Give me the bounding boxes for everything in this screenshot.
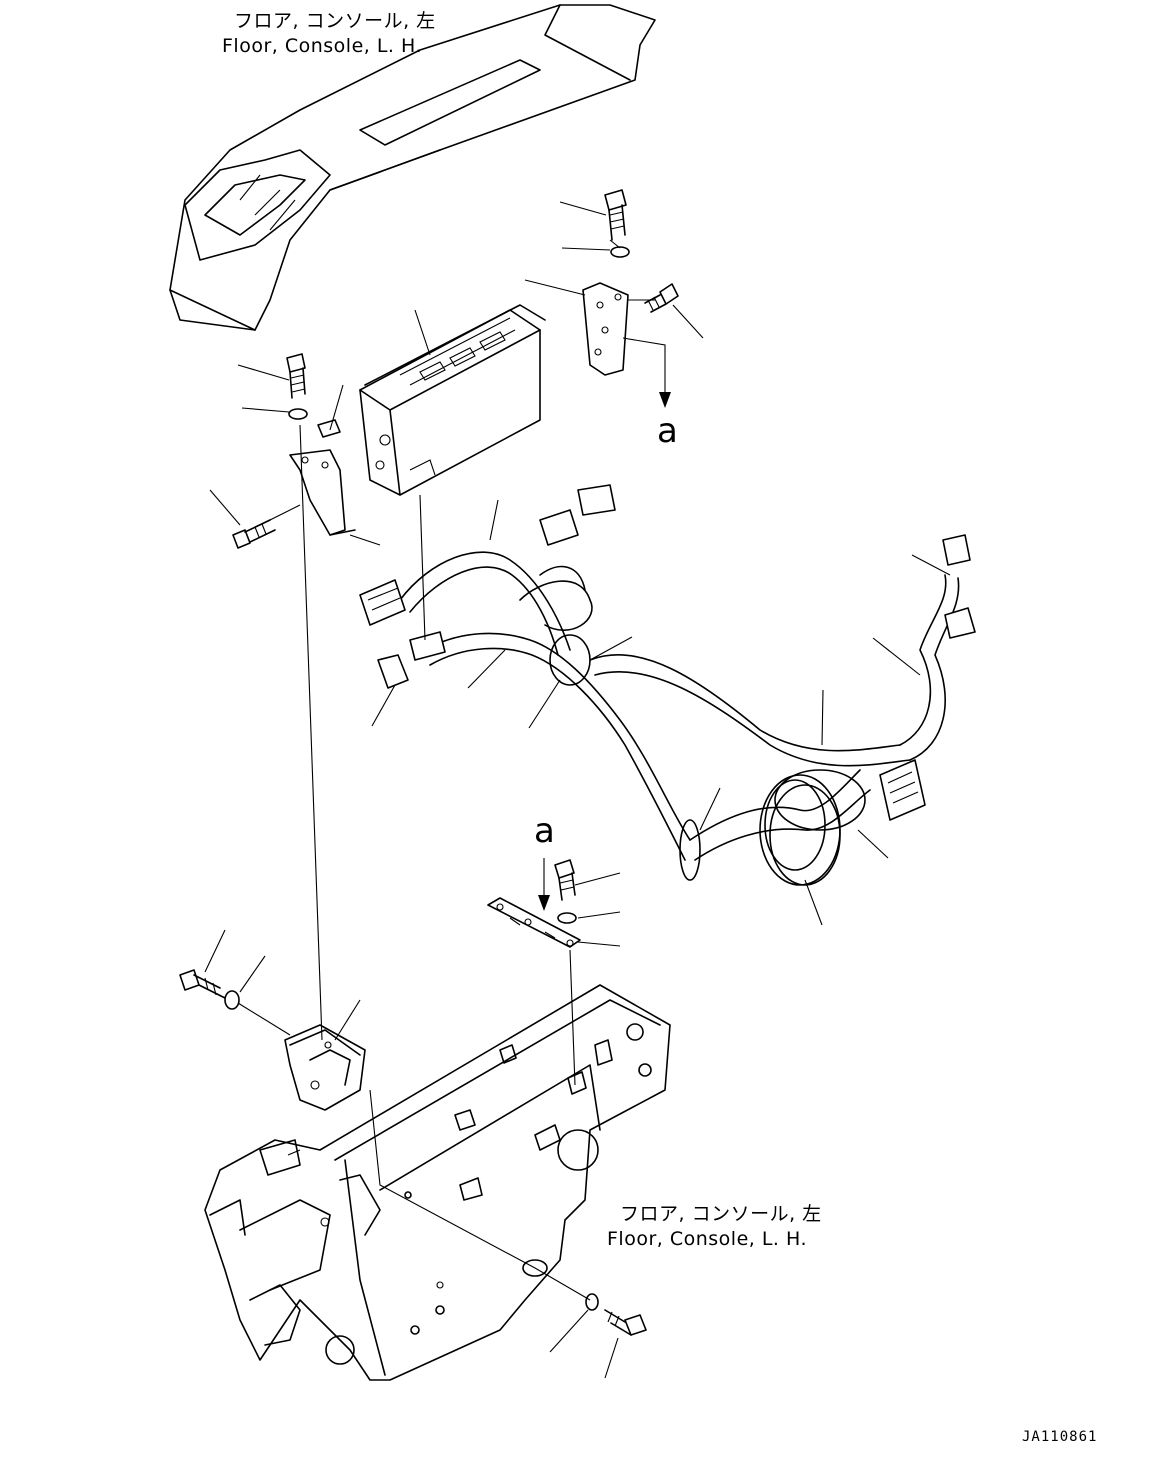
washer-upper-left xyxy=(288,408,308,420)
console-housing-upper xyxy=(169,4,656,331)
label-floor-console-top-jp: フロア, コンソール, 左 xyxy=(234,10,436,32)
harness-connector-right-2 xyxy=(944,607,976,639)
harness-connector-small-1 xyxy=(409,631,446,661)
left-bracket xyxy=(289,449,356,536)
lower-left-bracket xyxy=(284,1024,366,1111)
washer-middle xyxy=(557,912,577,924)
wiring-harness xyxy=(399,551,960,886)
label-floor-console-bottom-jp: フロア, コンソール, 左 xyxy=(620,1203,822,1225)
view-mark-upper: a xyxy=(657,411,678,451)
clip-part xyxy=(317,419,341,438)
upper-right-bracket xyxy=(582,282,629,376)
harness-connector-top-2 xyxy=(577,484,616,516)
drawing-code: JA110861 xyxy=(1022,1429,1098,1445)
bolt-upper-left xyxy=(286,353,306,399)
assembly-lines xyxy=(237,239,655,1301)
bolt-upper-side xyxy=(644,283,679,313)
bolt-middle xyxy=(554,859,576,901)
leader-lines xyxy=(204,201,951,1379)
bolt-lower-left xyxy=(179,969,226,999)
harness-connector-large xyxy=(879,759,926,821)
harness-connector-top-1 xyxy=(539,509,579,546)
harness-connector-left xyxy=(359,579,406,626)
washer-lower-left xyxy=(224,990,240,1010)
label-floor-console-top-en: Floor, Console, L. H. xyxy=(222,35,423,57)
controller-unit xyxy=(359,304,546,496)
washer-lower-right xyxy=(585,1293,599,1311)
bolt-lower-right xyxy=(604,1309,647,1336)
bolt-left-side xyxy=(232,519,276,549)
label-floor-console-bottom-en: Floor, Console, L. H. xyxy=(607,1228,808,1250)
view-mark-lower: a xyxy=(534,811,555,851)
plate-bracket-middle xyxy=(487,897,581,948)
lower-frame xyxy=(204,984,671,1381)
view-arrow-lower xyxy=(538,858,550,911)
view-arrow-upper xyxy=(622,337,671,408)
washer-upper-right xyxy=(610,246,630,258)
bolt-upper-right xyxy=(604,189,627,241)
harness-connector-right-1 xyxy=(942,534,971,566)
harness-connector-small-2 xyxy=(377,654,409,689)
